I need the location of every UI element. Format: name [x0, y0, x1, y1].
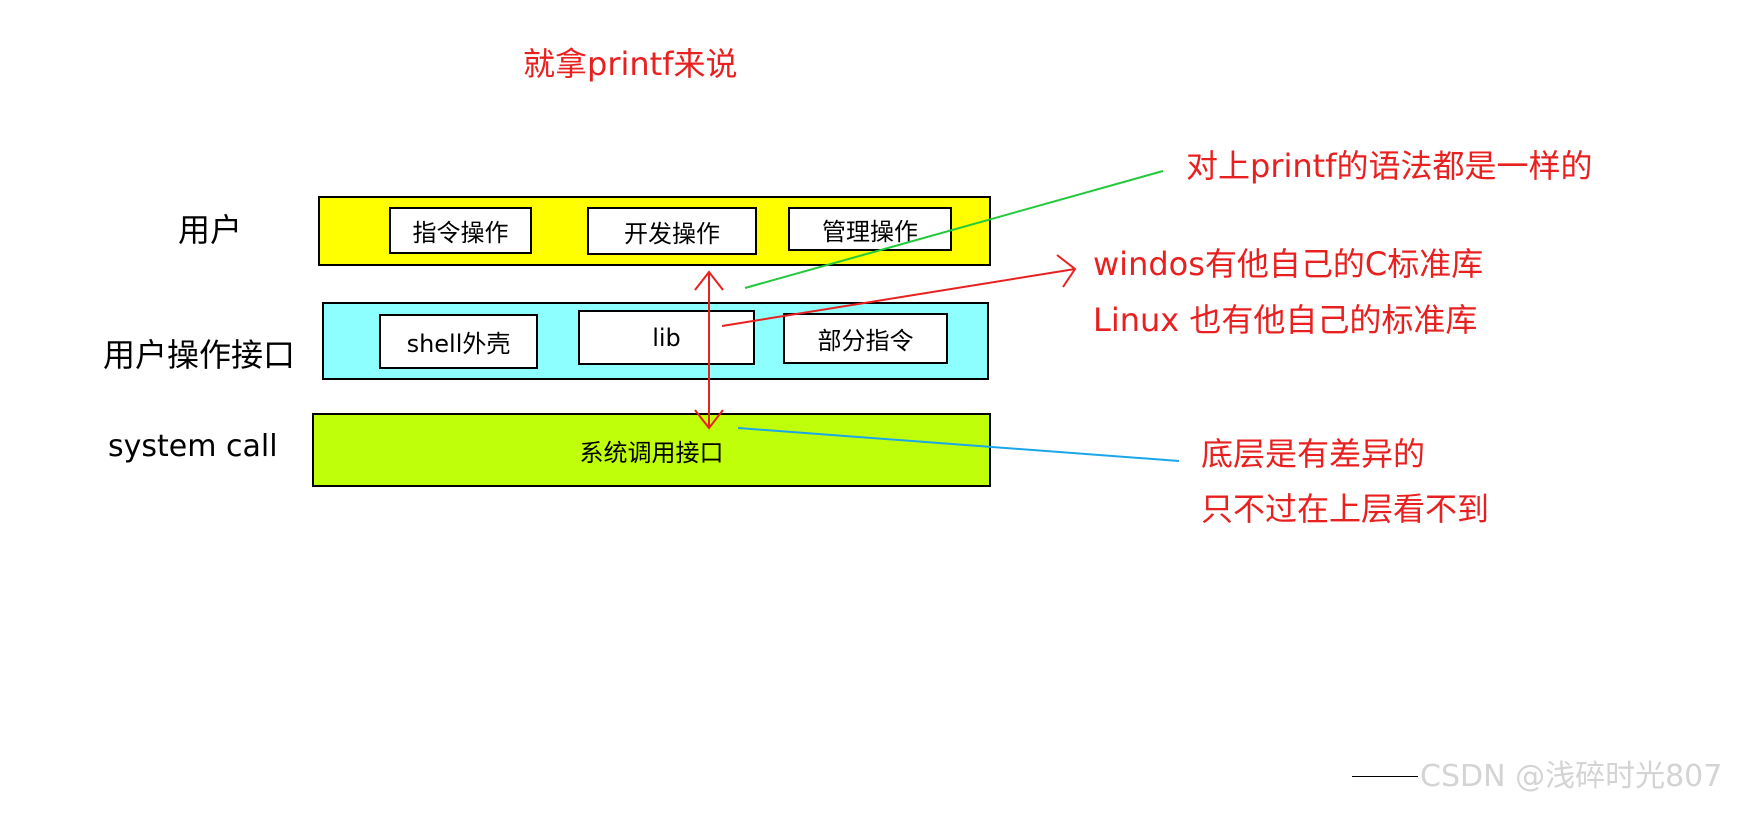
box-lib: lib: [578, 310, 755, 365]
syscall-interface-text: 系统调用接口: [579, 438, 724, 467]
note-bottom-diff: 底层是有差异的: [1201, 435, 1426, 473]
box-shell: shell外壳: [379, 314, 538, 369]
label-system-call: system call: [108, 429, 278, 464]
box-partial-commands: 部分指令: [783, 313, 948, 364]
watermark-rule: [1352, 776, 1418, 777]
watermark-text: CSDN @浅碎时光807: [1420, 759, 1723, 794]
vertical-arrow-head-up: [694, 270, 724, 291]
red-connector-arrowhead: [1056, 254, 1077, 288]
layer-system-call: 系统调用接口: [312, 413, 991, 487]
box-admin-ops: 管理操作: [788, 207, 952, 251]
label-user: 用户: [178, 211, 243, 249]
note-linux-lib: Linux 也有他自己的标准库: [1093, 301, 1478, 339]
label-user-interface: 用户操作接口: [103, 336, 296, 374]
note-windows-lib: windos有他自己的C标准库: [1093, 245, 1484, 283]
box-dev-ops: 开发操作: [587, 207, 757, 255]
diagram-title: 就拿printf来说: [523, 45, 738, 83]
note-same-syntax: 对上printf的语法都是一样的: [1186, 147, 1593, 185]
note-hidden-top: 只不过在上层看不到: [1201, 490, 1490, 528]
box-command-ops: 指令操作: [389, 207, 532, 254]
